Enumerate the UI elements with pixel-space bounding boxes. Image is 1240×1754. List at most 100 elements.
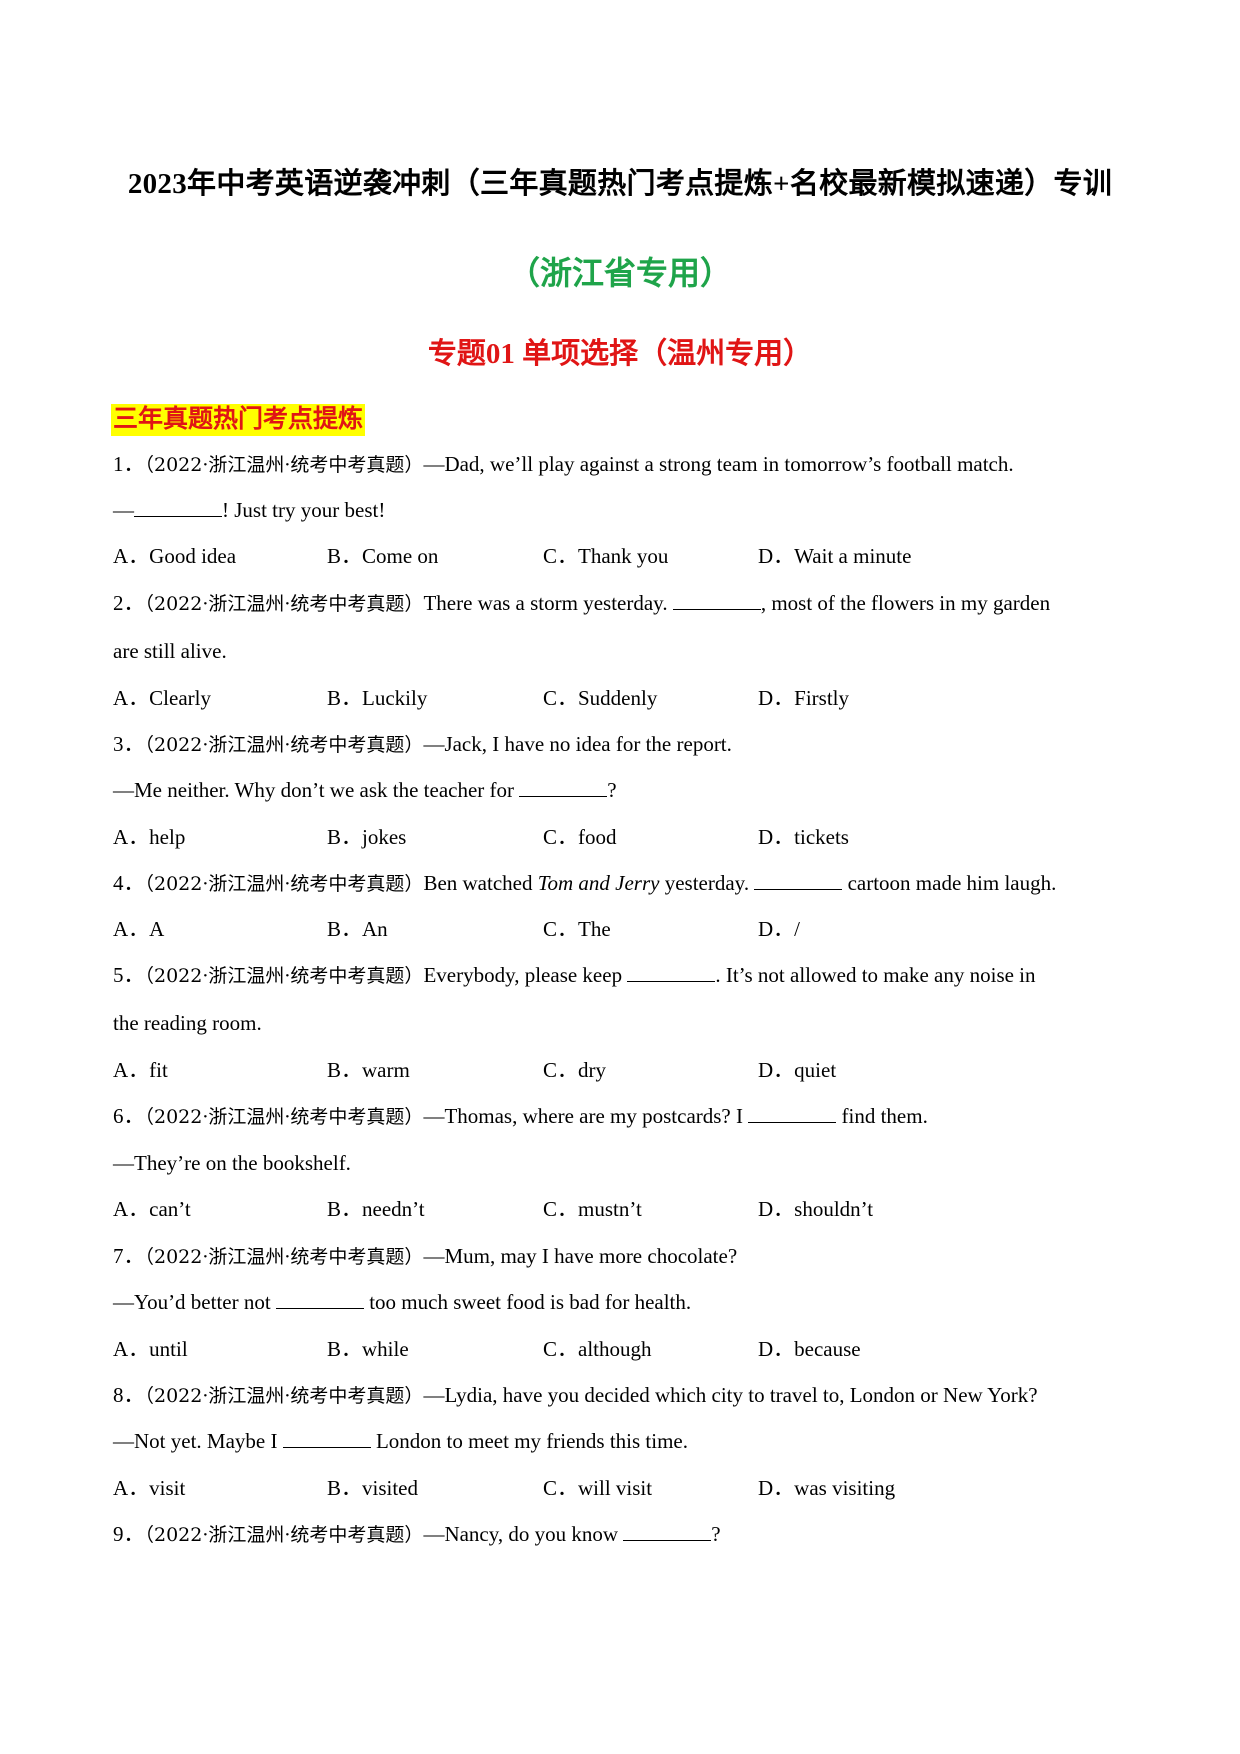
question-source: （2022·浙江温州·统考中考真题） <box>144 873 424 895</box>
question-number: 1． <box>113 452 145 476</box>
question-3: 3．（2022·浙江温州·统考中考真题）—Jack, I have no ide… <box>113 731 732 758</box>
option-a[interactable]: A．until <box>113 1337 188 1361</box>
option-c[interactable]: C．Thank you <box>543 544 669 568</box>
question-7-options: A．until B．while C．although D．because <box>113 1336 1113 1362</box>
option-d[interactable]: D．shouldn’t <box>758 1197 874 1221</box>
question-2: 2．（2022·浙江温州·统考中考真题）There was a storm ye… <box>113 590 1050 617</box>
question-number: 9． <box>113 1522 145 1546</box>
question-text: . It’s not allowed to make any noise in <box>715 963 1036 987</box>
question-text: find them. <box>836 1104 928 1128</box>
answer-blank <box>748 1104 837 1123</box>
question-text: —They’re on the bookshelf. <box>113 1151 351 1175</box>
question-number: 4． <box>113 871 145 895</box>
question-4: 4．（2022·浙江温州·统考中考真题）Ben watched Tom and … <box>113 870 1056 897</box>
option-d[interactable]: D．because <box>758 1337 861 1361</box>
question-5-line-2: the reading room. <box>113 1010 262 1036</box>
option-a[interactable]: A．visit <box>113 1476 186 1500</box>
question-text: cartoon made him laugh. <box>842 871 1057 895</box>
question-text: too much sweet food is bad for health. <box>363 1290 692 1314</box>
option-a[interactable]: A．fit <box>113 1058 168 1082</box>
question-source: （2022·浙江温州·统考中考真题） <box>144 1106 424 1128</box>
question-source: （2022·浙江温州·统考中考真题） <box>144 454 424 476</box>
option-a[interactable]: A．help <box>113 825 186 849</box>
option-c[interactable]: C．Suddenly <box>543 686 658 710</box>
option-c[interactable]: C．dry <box>543 1058 606 1082</box>
option-c[interactable]: C．The <box>543 917 611 941</box>
question-text: ? <box>607 778 617 802</box>
question-8: 8．（2022·浙江温州·统考中考真题）—Lydia, have you dec… <box>113 1382 1038 1409</box>
option-a[interactable]: A．Good idea <box>113 544 237 568</box>
question-source: （2022·浙江温州·统考中考真题） <box>144 965 424 987</box>
answer-blank <box>134 498 222 517</box>
option-c[interactable]: C．will visit <box>543 1476 653 1500</box>
question-8-line-2: —Not yet. Maybe I London to meet my frie… <box>113 1428 688 1454</box>
question-source: （2022·浙江温州·统考中考真题） <box>144 734 424 756</box>
option-d[interactable]: D．/ <box>758 917 800 941</box>
question-1-line-2: — ! Just try your best! <box>113 497 385 523</box>
question-7: 7．（2022·浙江温州·统考中考真题）—Mum, may I have mor… <box>113 1243 737 1270</box>
option-c[interactable]: C．although <box>543 1337 652 1361</box>
answer-blank <box>627 963 716 982</box>
question-2-options: A．Clearly B．Luckily C．Suddenly D．Firstly <box>113 685 1113 711</box>
question-text: There was a storm yesterday. <box>423 591 673 615</box>
option-b[interactable]: B．visited <box>327 1476 419 1500</box>
question-1: 1．（2022·浙江温州·统考中考真题）—Dad, we’ll play aga… <box>113 451 1014 478</box>
question-text: yesterday. <box>659 871 755 895</box>
question-6-options: A．can’t B．needn’t C．mustn’t D．shouldn’t <box>113 1196 1113 1222</box>
option-d[interactable]: D．tickets <box>758 825 849 849</box>
question-2-line-2: are still alive. <box>113 638 227 664</box>
option-b[interactable]: B．Come on <box>327 544 439 568</box>
option-a[interactable]: A．Clearly <box>113 686 211 710</box>
option-a[interactable]: A．can’t <box>113 1197 191 1221</box>
question-text: — <box>113 498 134 522</box>
option-c[interactable]: C．food <box>543 825 617 849</box>
question-5: 5．（2022·浙江温州·统考中考真题）Everybody, please ke… <box>113 962 1036 989</box>
question-source: （2022·浙江温州·统考中考真题） <box>144 593 424 615</box>
option-d[interactable]: D．quiet <box>758 1058 837 1082</box>
question-6-line-2: —They’re on the bookshelf. <box>113 1150 351 1176</box>
option-c[interactable]: C．mustn’t <box>543 1197 642 1221</box>
option-b[interactable]: B．needn’t <box>327 1197 425 1221</box>
question-8-options: A．visit B．visited C．will visit D．was vis… <box>113 1475 1113 1501</box>
option-b[interactable]: B．Luckily <box>327 686 428 710</box>
topic-heading: 专题01 单项选择（温州专用） <box>427 338 813 370</box>
question-source: （2022·浙江温州·统考中考真题） <box>144 1385 424 1407</box>
question-source: （2022·浙江温州·统考中考真题） <box>144 1246 424 1268</box>
question-text: the reading room. <box>113 1011 262 1035</box>
section-heading: 三年真题热门考点提炼 <box>111 404 366 436</box>
option-b[interactable]: B．jokes <box>327 825 407 849</box>
question-text: —Me neither. Why don’t we ask the teache… <box>113 778 520 802</box>
question-5-options: A．fit B．warm C．dry D．quiet <box>113 1057 1113 1083</box>
option-b[interactable]: B．while <box>327 1337 409 1361</box>
question-text: —Nancy, do you know <box>423 1522 624 1546</box>
document-title: 2023年中考英语逆袭冲刺（三年真题热门考点提炼+名校最新模拟速递）专训 <box>127 168 1113 200</box>
question-3-options: A．help B．jokes C．food D．tickets <box>113 824 1113 850</box>
question-text: ! Just try your best! <box>222 498 386 522</box>
question-6: 6．（2022·浙江温州·统考中考真题）—Thomas, where are m… <box>113 1103 928 1130</box>
answer-blank <box>623 1522 712 1541</box>
option-b[interactable]: B．An <box>327 917 388 941</box>
question-text: —Mum, may I have more chocolate? <box>423 1244 738 1268</box>
answer-blank <box>519 778 608 797</box>
question-text: are still alive. <box>113 639 227 663</box>
answer-blank <box>754 871 843 890</box>
question-text: —Dad, we’ll play against a strong team i… <box>423 452 1014 476</box>
question-source: （2022·浙江温州·统考中考真题） <box>144 1524 424 1546</box>
question-number: 6． <box>113 1104 145 1128</box>
option-b[interactable]: B．warm <box>327 1058 410 1082</box>
answer-blank <box>282 1429 371 1448</box>
question-text: —Thomas, where are my postcards? I <box>423 1104 749 1128</box>
question-3-line-2: —Me neither. Why don’t we ask the teache… <box>113 777 617 803</box>
question-text: Everybody, please keep <box>423 963 628 987</box>
option-d[interactable]: D．was visiting <box>758 1476 896 1500</box>
option-a[interactable]: A．A <box>113 917 165 941</box>
answer-blank <box>275 1290 364 1309</box>
option-d[interactable]: D．Wait a minute <box>758 544 912 568</box>
option-d[interactable]: D．Firstly <box>758 686 850 710</box>
question-7-line-2: —You’d better not too much sweet food is… <box>113 1289 691 1315</box>
question-9: 9．（2022·浙江温州·统考中考真题）—Nancy, do you know … <box>113 1521 721 1548</box>
question-number: 5． <box>113 963 145 987</box>
question-number: 8． <box>113 1383 145 1407</box>
question-text: —Not yet. Maybe I <box>113 1429 283 1453</box>
